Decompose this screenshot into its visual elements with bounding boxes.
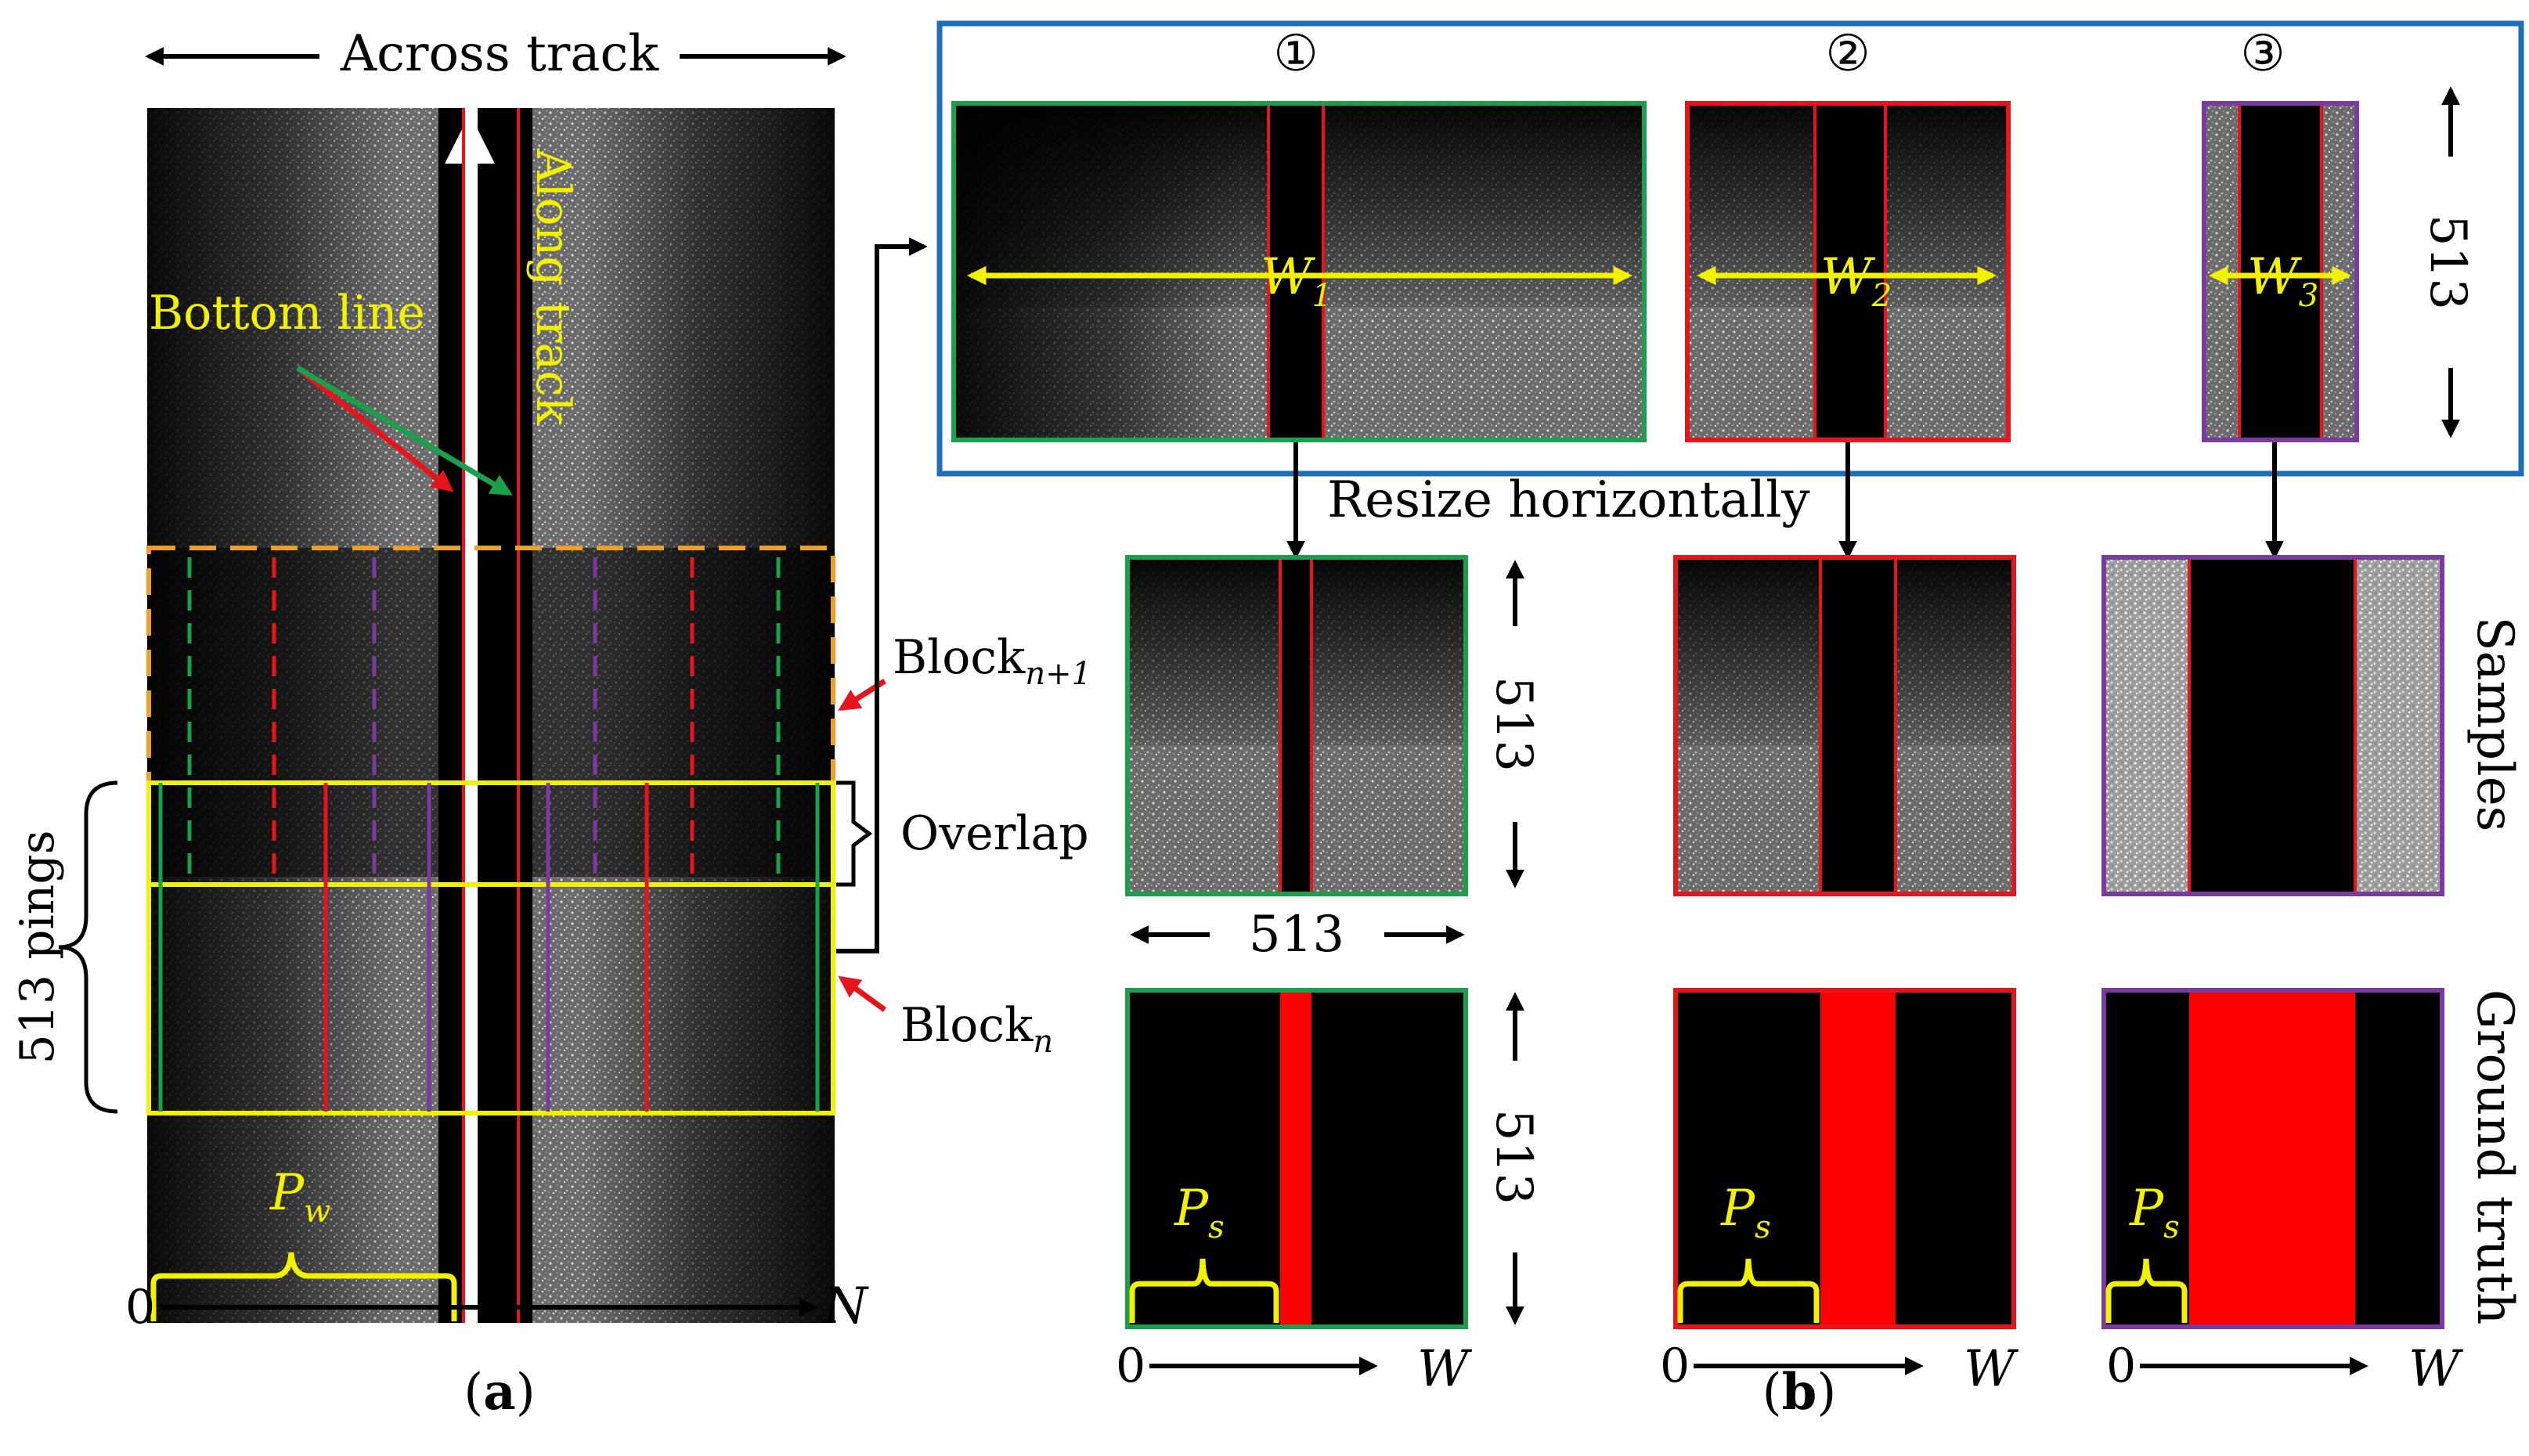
pw-label: Pw (269, 1164, 330, 1230)
ground-truth-3 (2101, 988, 2444, 1329)
svg-text:Ps: Ps (1174, 1180, 1225, 1245)
crop-1: W1 (951, 101, 1647, 442)
block-n-label: Blockn (900, 998, 1053, 1060)
panel-b: ① ② ③ W1 W2 (936, 20, 2524, 1422)
pings-label: 513 pings (10, 830, 65, 1064)
sample-513-horizontal: 513 (1249, 906, 1344, 964)
resize-label: Resize horizontally (1327, 471, 1810, 529)
along-track-axis-line (462, 108, 478, 1323)
column-3-number: ③ (2240, 25, 2285, 83)
svg-text:0: 0 (1660, 1339, 1690, 1393)
svg-text:Ps: Ps (1720, 1180, 1771, 1245)
along-track-label: Along track (525, 148, 580, 426)
bottom-line-pointer-red (295, 366, 454, 492)
svg-text:0: 0 (2106, 1339, 2136, 1393)
sample-513-vertical: 513 (1485, 676, 1542, 772)
w-axis-2: 0 W (1660, 1339, 2019, 1398)
column-1-number: ① (1273, 25, 1318, 83)
block-to-panel-b-connector (836, 237, 928, 953)
a-axis-end: N (822, 1278, 869, 1335)
caption-b: (b) (1762, 1363, 1837, 1422)
ps-brace-1: Ps (1129, 1180, 1279, 1323)
svg-text:Ps: Ps (2129, 1180, 2180, 1245)
bottom-line-pointer-green (296, 365, 513, 496)
pings-brace (58, 780, 118, 1114)
caption-a: (a) (464, 1363, 535, 1422)
ps-brace-2: Ps (1677, 1180, 1820, 1323)
sonar-waterfall-image (147, 108, 835, 1323)
crop-3: W3 (2202, 101, 2359, 442)
w3-label: W3 (2247, 248, 2318, 314)
w1-label: W1 (1261, 248, 1332, 314)
overlap-region (146, 780, 835, 887)
svg-text:W: W (1964, 1340, 2019, 1398)
block-n-pointer (838, 975, 887, 1012)
top-513-label: 513 (2419, 214, 2477, 310)
a-axis-zero: 0 (125, 1280, 155, 1335)
crops-frame-blue (936, 20, 2524, 477)
pw-brace (150, 1252, 457, 1321)
samples-row-label: Samples (2466, 617, 2524, 832)
across-track-label: Across track (340, 25, 660, 83)
svg-text:W: W (1417, 1340, 1473, 1398)
ground-truth-2 (1673, 988, 2016, 1329)
svg-text:W: W (2408, 1340, 2464, 1398)
sample-2 (1673, 555, 2016, 896)
sample-1 (1125, 555, 1468, 896)
ground-truth-1 (1125, 988, 1468, 1329)
gt-513-vertical: 513 (1485, 1109, 1542, 1205)
overlap-bracket (836, 780, 873, 887)
ps-brace-3: Ps (2105, 1180, 2188, 1323)
ground-truth-row-label: Ground truth (2466, 989, 2524, 1324)
crop-2: W2 (1685, 101, 2011, 442)
sample-3 (2101, 555, 2444, 896)
bottom-line-label: Bottom line (149, 286, 425, 341)
w-axis-1: 0 W (1116, 1339, 1473, 1398)
w-axis-3: 0 W (2106, 1339, 2464, 1398)
overlap-label: Overlap (900, 806, 1089, 861)
column-2-number: ② (1825, 25, 1870, 83)
panel-a: Across track Along track Bottom line (10, 25, 1091, 1422)
svg-text:0: 0 (1116, 1339, 1145, 1393)
w2-label: W2 (1820, 248, 1892, 314)
block-n-plus-1-label: Blockn+1 (893, 630, 1091, 692)
